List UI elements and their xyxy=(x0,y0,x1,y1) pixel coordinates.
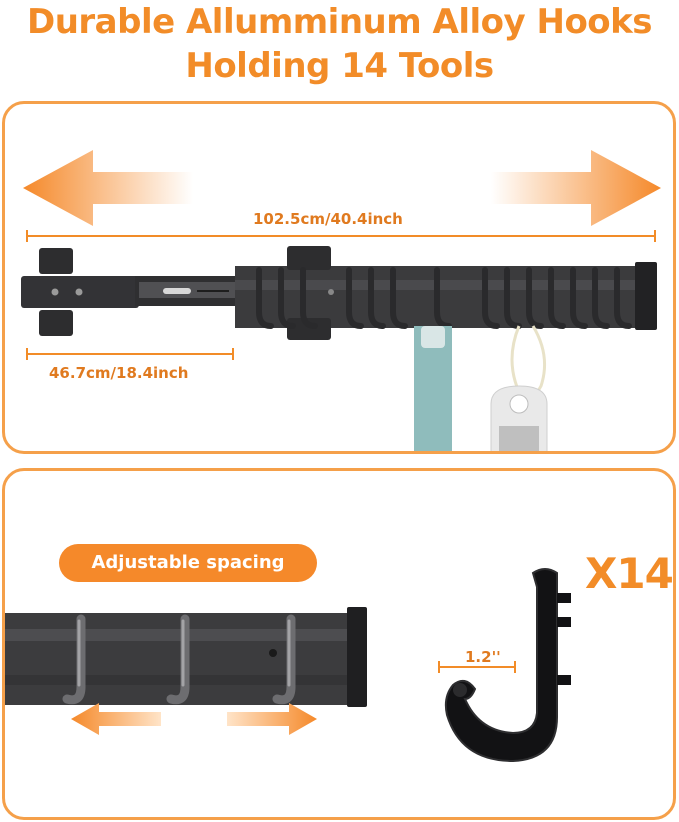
spacing-right-arrow-icon xyxy=(227,703,317,735)
hook-count-label: X14 xyxy=(585,549,673,598)
hook-detail-panel: Adjustable spacing X14 xyxy=(2,468,676,820)
adjustable-spacing-badge: Adjustable spacing xyxy=(59,544,317,582)
single-hook-illustration xyxy=(438,568,571,763)
headline-line-1: Durable Allumminum Alloy Hooks xyxy=(26,2,653,42)
extended-rail-illustration xyxy=(21,246,657,451)
collapsed-length-label: 46.7cm/18.4inch xyxy=(49,364,189,382)
spacing-left-arrow-icon xyxy=(71,703,161,735)
total-length-dimension-line xyxy=(26,230,656,242)
total-length-label: 102.5cm/40.4inch xyxy=(253,210,403,228)
rail-closeup-illustration xyxy=(5,607,367,707)
right-arrow-icon xyxy=(491,150,661,226)
extended-rail-panel: 102.5cm/40.4inch xyxy=(2,101,676,454)
headline-line-2: Holding 14 Tools xyxy=(185,46,494,86)
collapsed-length-dimension-line xyxy=(26,348,234,360)
hook-width-label: 1.2'' xyxy=(465,648,501,666)
left-arrow-icon xyxy=(23,150,193,226)
